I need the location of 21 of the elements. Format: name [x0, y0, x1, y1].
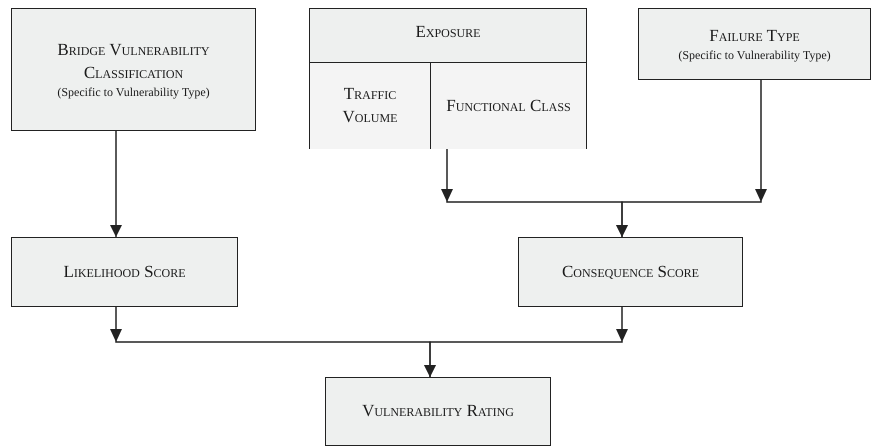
- box-note: (Specific to Vulnerability Type): [57, 84, 210, 100]
- table-cell: [310, 62, 430, 149]
- process-box: [11, 8, 256, 131]
- box-title: Vulnerability Rating: [362, 400, 514, 422]
- arrow: [110, 131, 122, 237]
- box-note: (Specific to Vulnerability Type): [678, 48, 831, 64]
- box-title: Functional Class: [446, 94, 571, 117]
- arrow: [424, 307, 628, 377]
- process-box: [11, 237, 238, 307]
- arrow: [616, 80, 767, 237]
- table-cell: [430, 62, 586, 149]
- process-box: [309, 8, 587, 149]
- box-title: Bridge Vulnerability Classification: [56, 38, 211, 84]
- process-box: [638, 8, 871, 80]
- process-box: [325, 377, 551, 446]
- box-title: Failure Type: [709, 24, 800, 47]
- box-title: Consequence Score: [562, 260, 700, 283]
- box-title: Likelihood Score: [63, 260, 186, 283]
- process-box: [518, 237, 743, 307]
- box-title: Traffic Volume: [342, 83, 398, 128]
- box-title: Exposure: [415, 21, 481, 43]
